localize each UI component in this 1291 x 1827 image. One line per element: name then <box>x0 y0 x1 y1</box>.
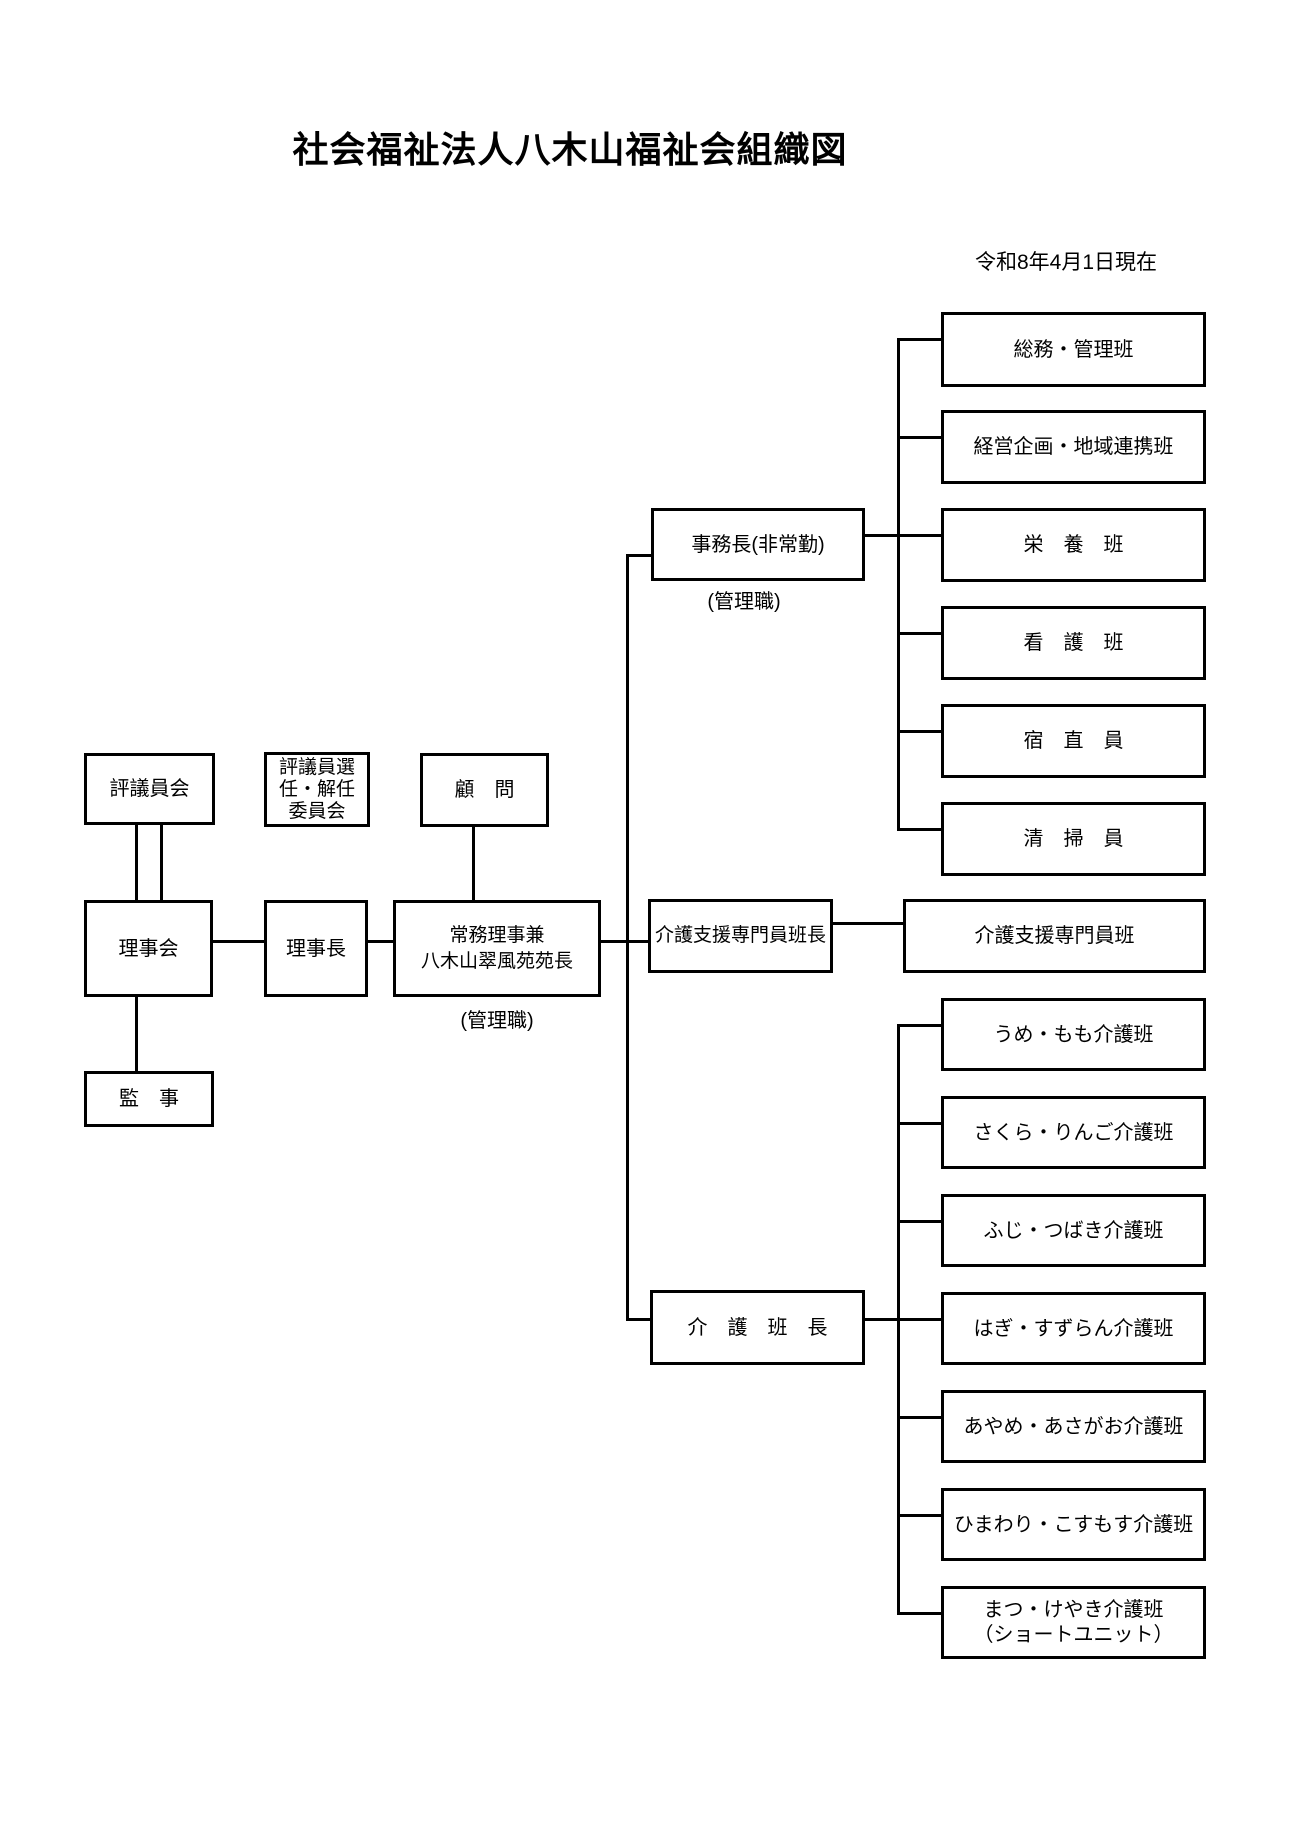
node-fuji-tsubaki-han-label: ふじ・つばき介護班 <box>983 1219 1164 1242</box>
node-matsu-keyaki-han: まつ・けやき介護班 （ショートユニット） <box>941 1586 1206 1659</box>
node-keiei-kikaku-han: 経営企画・地域連携班 <box>941 410 1206 484</box>
node-rijikai: 理事会 <box>84 900 213 997</box>
line-komon-jomuriji <box>472 827 475 900</box>
node-hagi-suzuran-han: はぎ・すずらん介護班 <box>941 1292 1206 1365</box>
node-kaigo-hancho-label: 介 護 班 長 <box>687 1316 828 1339</box>
node-ayame-asagao-han: あやめ・あさがお介護班 <box>941 1390 1206 1463</box>
connector-seisou <box>897 828 941 831</box>
node-sakura-ringo-han: さくら・りんご介護班 <box>941 1096 1206 1169</box>
page-title: 社会福祉法人八木山福祉会組織図 <box>292 129 848 170</box>
node-matsu-keyaki-han-line2: （ショートユニット） <box>973 1623 1174 1646</box>
line-rijicho-jomuriji <box>368 940 393 943</box>
connector-himawari <box>897 1514 941 1517</box>
node-eiyo-han-label: 栄 養 班 <box>1023 534 1124 556</box>
node-komon: 顧 問 <box>420 753 549 827</box>
connector-shukuchoku <box>897 730 941 733</box>
node-himawari-kosumosu-han: ひまわり・こすもす介護班 <box>941 1488 1206 1561</box>
node-ume-momo-han: うめ・もも介護班 <box>941 998 1206 1071</box>
top-spine-line <box>897 338 900 831</box>
node-shukuchoku-in: 宿 直 員 <box>941 704 1206 778</box>
node-hyogiinkai-label: 評議員会 <box>109 778 190 800</box>
node-jomu-riji-line2: 八木山翠風苑苑長 <box>420 950 573 972</box>
line-jimucho-eiyohan <box>865 534 941 537</box>
node-kaigo-hancho: 介 護 班 長 <box>650 1290 865 1365</box>
node-komon-label: 顧 問 <box>454 779 515 801</box>
connector-ume <box>897 1024 941 1027</box>
node-seisou-in: 清 掃 員 <box>941 802 1206 876</box>
node-rijicho: 理事長 <box>264 900 368 997</box>
line-rijikai-kanji <box>135 997 138 1071</box>
line-kaigohancho-hagi <box>865 1318 941 1321</box>
mid-spine-line <box>626 554 629 1321</box>
line-kaigoshienhancho-team <box>833 922 903 925</box>
node-kaigo-shien-team-label: 介護支援専門員班 <box>974 925 1135 947</box>
node-hyogiinkai: 評議員会 <box>84 753 215 825</box>
node-jomu-riji-sub-label: (管理職) <box>460 1010 534 1032</box>
node-ayame-asagao-han-label: あやめ・あさがお介護班 <box>963 1415 1184 1438</box>
care-spine-line <box>897 1024 900 1615</box>
node-soumu-kanri-han: 総務・管理班 <box>941 312 1206 387</box>
connector-fuji <box>897 1220 941 1223</box>
node-kaigo-shien-team: 介護支援専門員班 <box>903 899 1206 973</box>
node-kanji-label: 監 事 <box>119 1088 179 1110</box>
line-spine-kaigohancho <box>626 1318 650 1321</box>
node-jimucho: 事務長(非常勤) <box>651 508 865 581</box>
node-keiei-kikaku-han-label: 経営企画・地域連携班 <box>973 436 1174 458</box>
connector-sakura <box>897 1122 941 1125</box>
node-kanji: 監 事 <box>84 1071 214 1127</box>
double-line-right <box>160 825 163 900</box>
node-eiyo-han: 栄 養 班 <box>941 508 1206 582</box>
line-jomuriji-kaigoshienhancho <box>601 940 648 943</box>
node-hagi-suzuran-han-label: はぎ・すずらん介護班 <box>973 1317 1174 1340</box>
connector-kango <box>897 632 941 635</box>
node-jomu-riji: 常務理事兼 八木山翠風苑苑長 <box>393 900 601 997</box>
node-soumu-kanri-han-label: 総務・管理班 <box>1013 338 1134 361</box>
node-kaigo-shien-hancho-label: 介護支援専門員班長 <box>654 924 826 946</box>
connector-ayame <box>897 1416 941 1419</box>
node-rijikai-label: 理事会 <box>118 937 179 960</box>
as-of-date-label: 令和8年4月1日現在 <box>975 251 1158 274</box>
node-kaigo-shien-hancho: 介護支援専門員班長 <box>648 899 833 973</box>
node-ume-momo-han-label: うめ・もも介護班 <box>993 1023 1154 1046</box>
line-rijikai-rijicho <box>213 940 264 943</box>
double-line-left <box>135 825 138 900</box>
node-sennin-kainin-iinkai-line2: 任・解任 <box>278 778 355 800</box>
line-spine-jimucho <box>626 554 651 557</box>
node-kango-han: 看 護 班 <box>941 606 1206 680</box>
node-sakura-ringo-han-label: さくら・りんご介護班 <box>973 1121 1174 1144</box>
node-jimucho-sub-label: (管理職) <box>707 591 781 613</box>
node-himawari-kosumosu-han-label: ひまわり・こすもす介護班 <box>953 1513 1194 1536</box>
node-fuji-tsubaki-han: ふじ・つばき介護班 <box>941 1194 1206 1267</box>
node-jimucho-label: 事務長(非常勤) <box>691 533 825 556</box>
node-rijicho-label: 理事長 <box>286 937 346 960</box>
connector-soumu <box>897 338 941 341</box>
node-sennin-kainin-iinkai-line3: 委員会 <box>288 800 346 822</box>
connector-matsu <box>897 1612 941 1615</box>
node-sennin-kainin-iinkai-line1: 評議員選 <box>278 756 355 778</box>
node-kango-han-label: 看 護 班 <box>1023 632 1124 654</box>
node-sennin-kainin-iinkai: 評議員選 任・解任 委員会 <box>264 752 370 827</box>
node-seisou-in-label: 清 掃 員 <box>1023 828 1124 850</box>
node-jomu-riji-line1: 常務理事兼 <box>449 924 545 946</box>
node-shukuchoku-in-label: 宿 直 員 <box>1023 730 1124 752</box>
node-matsu-keyaki-han-line1: まつ・けやき介護班 <box>983 1598 1164 1621</box>
connector-keiei <box>897 436 941 439</box>
